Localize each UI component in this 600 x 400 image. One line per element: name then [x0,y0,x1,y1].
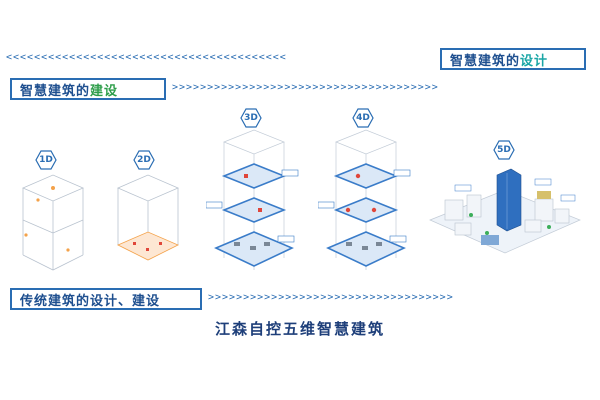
stage-badge-4d: 4D [352,108,374,128]
stage-4d-building [318,129,411,270]
stage-2d-wireframe [116,174,180,261]
traditional-banner: 传统建筑的 设计、建设 [10,288,202,310]
stage-1d-wireframe [21,174,85,271]
stage-badge-5d: 5D [493,140,515,160]
traditional-banner-highlight: 设计、建设 [90,293,161,309]
stage-badge-1d: 1D [35,150,57,170]
stage-badge-2d: 2D [133,150,155,170]
design-banner-row: <<<<<<<<<<<<<<<<<<<<<<<<<<<<<<<<<<<<<<<<… [0,48,600,72]
traditional-banner-prefix: 传统建筑的 [20,293,91,309]
construction-banner-prefix: 智慧建筑的 [20,83,91,99]
construction-banner-highlight: 建设 [90,83,119,99]
construction-banner-row: 智慧建筑的 建设 >>>>>>>>>>>>>>>>>>>>>>>>>>>>>>>… [0,78,600,102]
design-banner-highlight: 设计 [520,53,549,69]
design-banner: 智慧建筑的 设计 [440,48,586,70]
left-chevrons: <<<<<<<<<<<<<<<<<<<<<<<<<<<<<<<<<<<<<<<< [6,52,287,63]
right-chevrons: >>>>>>>>>>>>>>>>>>>>>>>>>>>>>>>>>>>>>> [172,82,439,93]
traditional-banner-row: 传统建筑的 设计、建设 >>>>>>>>>>>>>>>>>>>>>>>>>>>>… [0,288,600,312]
design-banner-prefix: 智慧建筑的 [450,53,521,69]
caption: 江森自控五维智慧建筑 [214,320,385,338]
bottom-right-chevrons: >>>>>>>>>>>>>>>>>>>>>>>>>>>>>>>>>>> [208,292,454,303]
stage-5d-smart-city [429,168,581,254]
stage-badge-3d: 3D [240,108,262,128]
stage-3d-building [206,129,299,270]
construction-banner: 智慧建筑的 建设 [10,78,166,100]
